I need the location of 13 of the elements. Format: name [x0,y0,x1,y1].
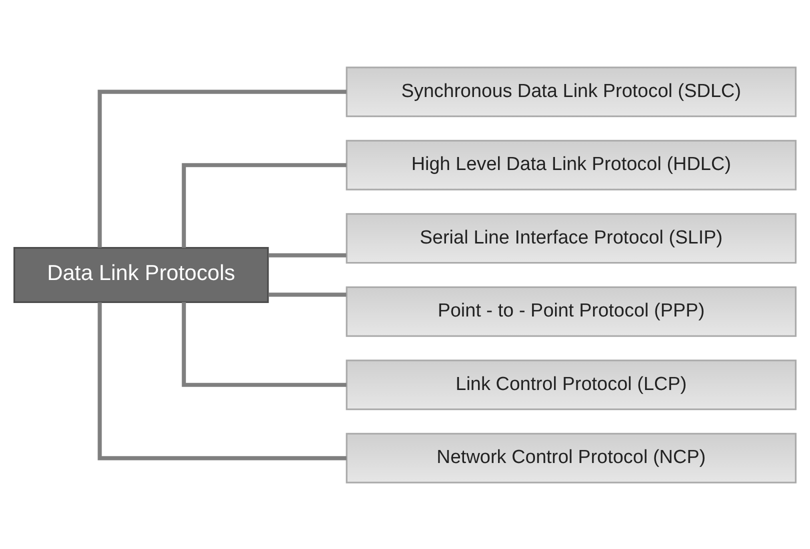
node-box: Synchronous Data Link Protocol (SDLC) [346,66,797,117]
connector [182,162,346,248]
connector [268,252,346,257]
connector [268,292,346,296]
connector [98,89,347,248]
connector [182,302,346,386]
connector [98,302,347,460]
node-box: Point - to - Point Protocol (PPP) [346,286,797,336]
node-box: High Level Data Link Protocol (HDLC) [346,139,797,190]
node-box: Link Control Protocol (LCP) [346,359,797,410]
node-box: Network Control Protocol (NCP) [346,432,797,483]
node-box: Serial Line Interface Protocol (SLIP) [346,212,797,264]
node-box: Data Link Protocols [13,246,269,302]
